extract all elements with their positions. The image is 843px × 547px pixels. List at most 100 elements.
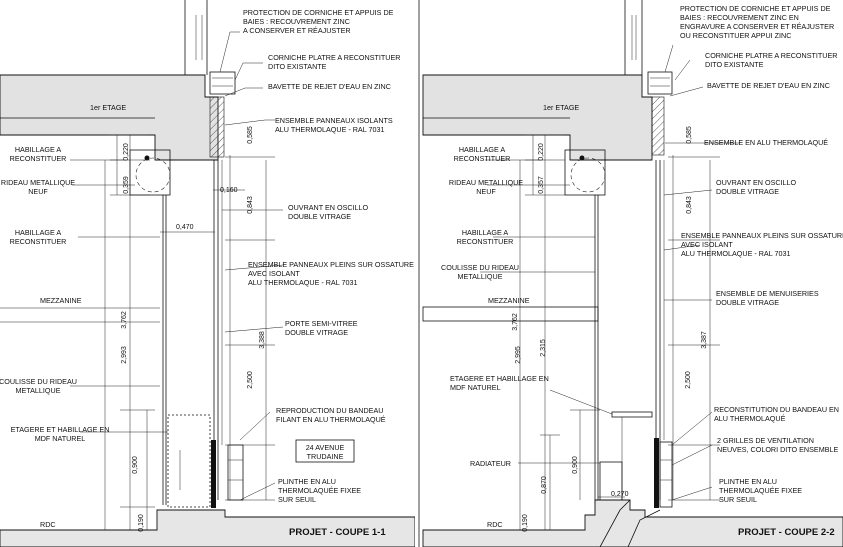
left-note-line: METALLIQUE bbox=[16, 386, 61, 395]
right-note-line: NEUVES, COLORI DITO ENSEMBLE bbox=[717, 445, 838, 454]
right-note-line: 2 GRILLES DE VENTILATION bbox=[717, 436, 814, 445]
dimension-value: 3,762 bbox=[512, 313, 519, 331]
right-note-line: DOUBLE VITRAGE bbox=[716, 298, 779, 307]
panel-coupe-2-2 bbox=[422, 0, 843, 547]
right-note-line: ENSEMBLE EN ALU THERMOLAQUÉ bbox=[704, 138, 828, 147]
left-note-line: ETAGERE ET HABILLAGE EN bbox=[450, 374, 549, 383]
left-note-line: RECONSTITUER bbox=[10, 154, 67, 163]
left-note-line: HABILLAGE A bbox=[15, 145, 62, 154]
right-note-line: DOUBLE VITRAGE bbox=[288, 212, 351, 221]
dimension-value: 0,843 bbox=[247, 196, 254, 214]
left-note-line: HABILLAGE A bbox=[15, 228, 62, 237]
right-note-line: A CONSERVER ET RÉAJUSTER bbox=[243, 26, 351, 35]
panel-coupe-1-1 bbox=[0, 0, 416, 547]
right-note-line: ENSEMBLE PANNEAUX PLEINS SUR OSSATURE bbox=[248, 260, 414, 269]
left-note-line: METALLIQUE bbox=[458, 272, 503, 281]
ground-slab bbox=[0, 509, 416, 547]
left-note-line: RECONSTITUER bbox=[454, 154, 511, 163]
right-note-line: SUR SEUIL bbox=[719, 495, 757, 504]
dimension-value: 0,900 bbox=[132, 456, 139, 474]
dimension-value: 3,387 bbox=[701, 331, 708, 349]
right-note-line: PROTECTION DE CORNICHE ET APPUIS DE bbox=[243, 8, 394, 17]
right-note-line: PORTE SEMI-VITREE bbox=[285, 319, 358, 328]
address-line-2: TRUDAINE bbox=[307, 452, 344, 461]
dimension-value: 0,270 bbox=[611, 491, 629, 498]
dimension-value: 2,993 bbox=[121, 346, 128, 364]
right-note-line: RECONSTITUTION DU BANDEAU EN bbox=[714, 405, 839, 414]
dimension-value: 0,357 bbox=[538, 176, 545, 194]
left-note-line: MDF NATUREL bbox=[450, 383, 501, 392]
right-note-line: CORNICHE PLATRE A RECONSTITUER bbox=[705, 51, 837, 60]
right-note-line: CORNICHE PLATRE A RECONSTITUER bbox=[268, 53, 400, 62]
right-note-line: FILANT EN ALU THERMOLAQUÉ bbox=[276, 415, 386, 424]
right-note-line: DITO EXISTANTE bbox=[705, 60, 764, 69]
dimension-value: 0,190 bbox=[522, 514, 529, 532]
right-note-line: REPRODUCTION DU BANDEAU bbox=[276, 406, 383, 415]
level-label-upper: 1er ETAGE bbox=[543, 103, 579, 112]
dimension-value: 0,585 bbox=[247, 126, 254, 144]
dimension-value: 0,220 bbox=[123, 143, 130, 161]
insulated-panel-2 bbox=[651, 96, 665, 156]
right-note-line: ALU THERMOLAQUE - RAL 7031 bbox=[275, 125, 384, 134]
right-note-line: BAIES : RECOUVREMENT ZINC bbox=[243, 17, 350, 26]
left-note-line: COULISSE DU RIDEAU bbox=[441, 263, 519, 272]
cornice bbox=[209, 71, 236, 95]
radiator-label: RADIATEUR bbox=[470, 459, 511, 468]
right-note-line: ENSEMBLE PANNEAUX PLEINS SUR OSSATURE bbox=[681, 231, 843, 240]
level-label-upper: 1er ETAGE bbox=[90, 103, 126, 112]
dimension-value: 2,500 bbox=[247, 371, 254, 389]
left-note-line: RIDEAU METALLIQUE bbox=[1, 178, 75, 187]
panel-title: PROJET - COUPE 2-2 bbox=[738, 527, 835, 538]
dimension-value: 0,359 bbox=[123, 176, 130, 194]
left-note-line: RIDEAU METALLIQUE bbox=[449, 178, 523, 187]
level-label-mezzanine: MEZZANINE bbox=[40, 296, 82, 305]
dimension-value: 2,995 bbox=[515, 346, 522, 364]
address-box bbox=[295, 439, 355, 463]
left-note-line: NEUF bbox=[476, 187, 496, 196]
right-note-line: OU RECONSTITUER APPUI ZINC bbox=[680, 31, 791, 40]
right-note-line: ALU THERMOLAQUE - RAL 7031 bbox=[681, 249, 790, 258]
level-label-ground: RDC bbox=[487, 520, 503, 529]
dimension-value: 0,220 bbox=[538, 143, 545, 161]
dimension-value: 3,388 bbox=[259, 331, 266, 349]
right-note-line: ALU THERMOLAQUÉ bbox=[714, 414, 786, 423]
dimension-value: 0,470 bbox=[176, 224, 194, 231]
dimension-value: 0,585 bbox=[686, 126, 693, 144]
dimension-value: 0,900 bbox=[572, 456, 579, 474]
right-note-line: THERMOLAQUÉE FIXEE bbox=[278, 486, 361, 495]
right-note-line: BAIES : RECOUVREMENT ZINC EN bbox=[680, 13, 799, 22]
right-note-line: ENSEMBLE PANNEAUX ISOLANTS bbox=[275, 116, 393, 125]
right-note-line: AVEC ISOLANT bbox=[248, 269, 300, 278]
left-note-line: RECONSTITUER bbox=[10, 237, 67, 246]
left-note-line: COULISSE DU RIDEAU bbox=[0, 377, 77, 386]
dimension-value: 0,160 bbox=[220, 187, 238, 194]
right-note-line: PLINTHE EN ALU bbox=[719, 477, 777, 486]
right-note-line: DOUBLE VITRAGE bbox=[716, 187, 779, 196]
dimension-value: 0,190 bbox=[138, 514, 145, 532]
dimension-value: 3,762 bbox=[121, 311, 128, 329]
left-note-line: ETAGERE ET HABILLAGE EN bbox=[11, 425, 110, 434]
dimension-value: 2,500 bbox=[685, 371, 692, 389]
right-note-line: ENGRAVURE A CONSERVER ET RÉAJUSTER bbox=[680, 22, 834, 31]
level-label-ground: RDC bbox=[40, 520, 56, 529]
right-note-line: BAVETTE DE REJET D'EAU EN ZINC bbox=[268, 82, 391, 91]
first-floor-slab-2 bbox=[422, 74, 653, 161]
address-line-1: 24 AVENUE bbox=[306, 443, 345, 452]
shutter-roll-2 bbox=[570, 157, 606, 193]
dimension-value: 0,870 bbox=[541, 476, 548, 494]
right-note-line: PLINTHE EN ALU bbox=[278, 477, 336, 486]
left-note-line: MDF NATUREL bbox=[35, 434, 86, 443]
right-note-line: DOUBLE VITRAGE bbox=[285, 328, 348, 337]
right-note-line: BAVETTE DE REJET D'EAU EN ZINC bbox=[707, 81, 830, 90]
right-note-line: THERMOLAQUÉE FIXEE bbox=[719, 486, 802, 495]
left-note-line: RECONSTITUER bbox=[457, 237, 514, 246]
right-note-line: OUVRANT EN OSCILLO bbox=[288, 203, 369, 212]
shelf-cabinet bbox=[167, 414, 211, 508]
panel-title: PROJET - COUPE 1-1 bbox=[289, 527, 386, 538]
right-note-line: ENSEMBLE DE MENUISERIES bbox=[716, 289, 819, 298]
right-note-line: SUR SEUIL bbox=[278, 495, 316, 504]
left-note-line: NEUF bbox=[28, 187, 48, 196]
dimension-value: 0,843 bbox=[686, 196, 693, 214]
shutter-roll bbox=[135, 157, 171, 193]
